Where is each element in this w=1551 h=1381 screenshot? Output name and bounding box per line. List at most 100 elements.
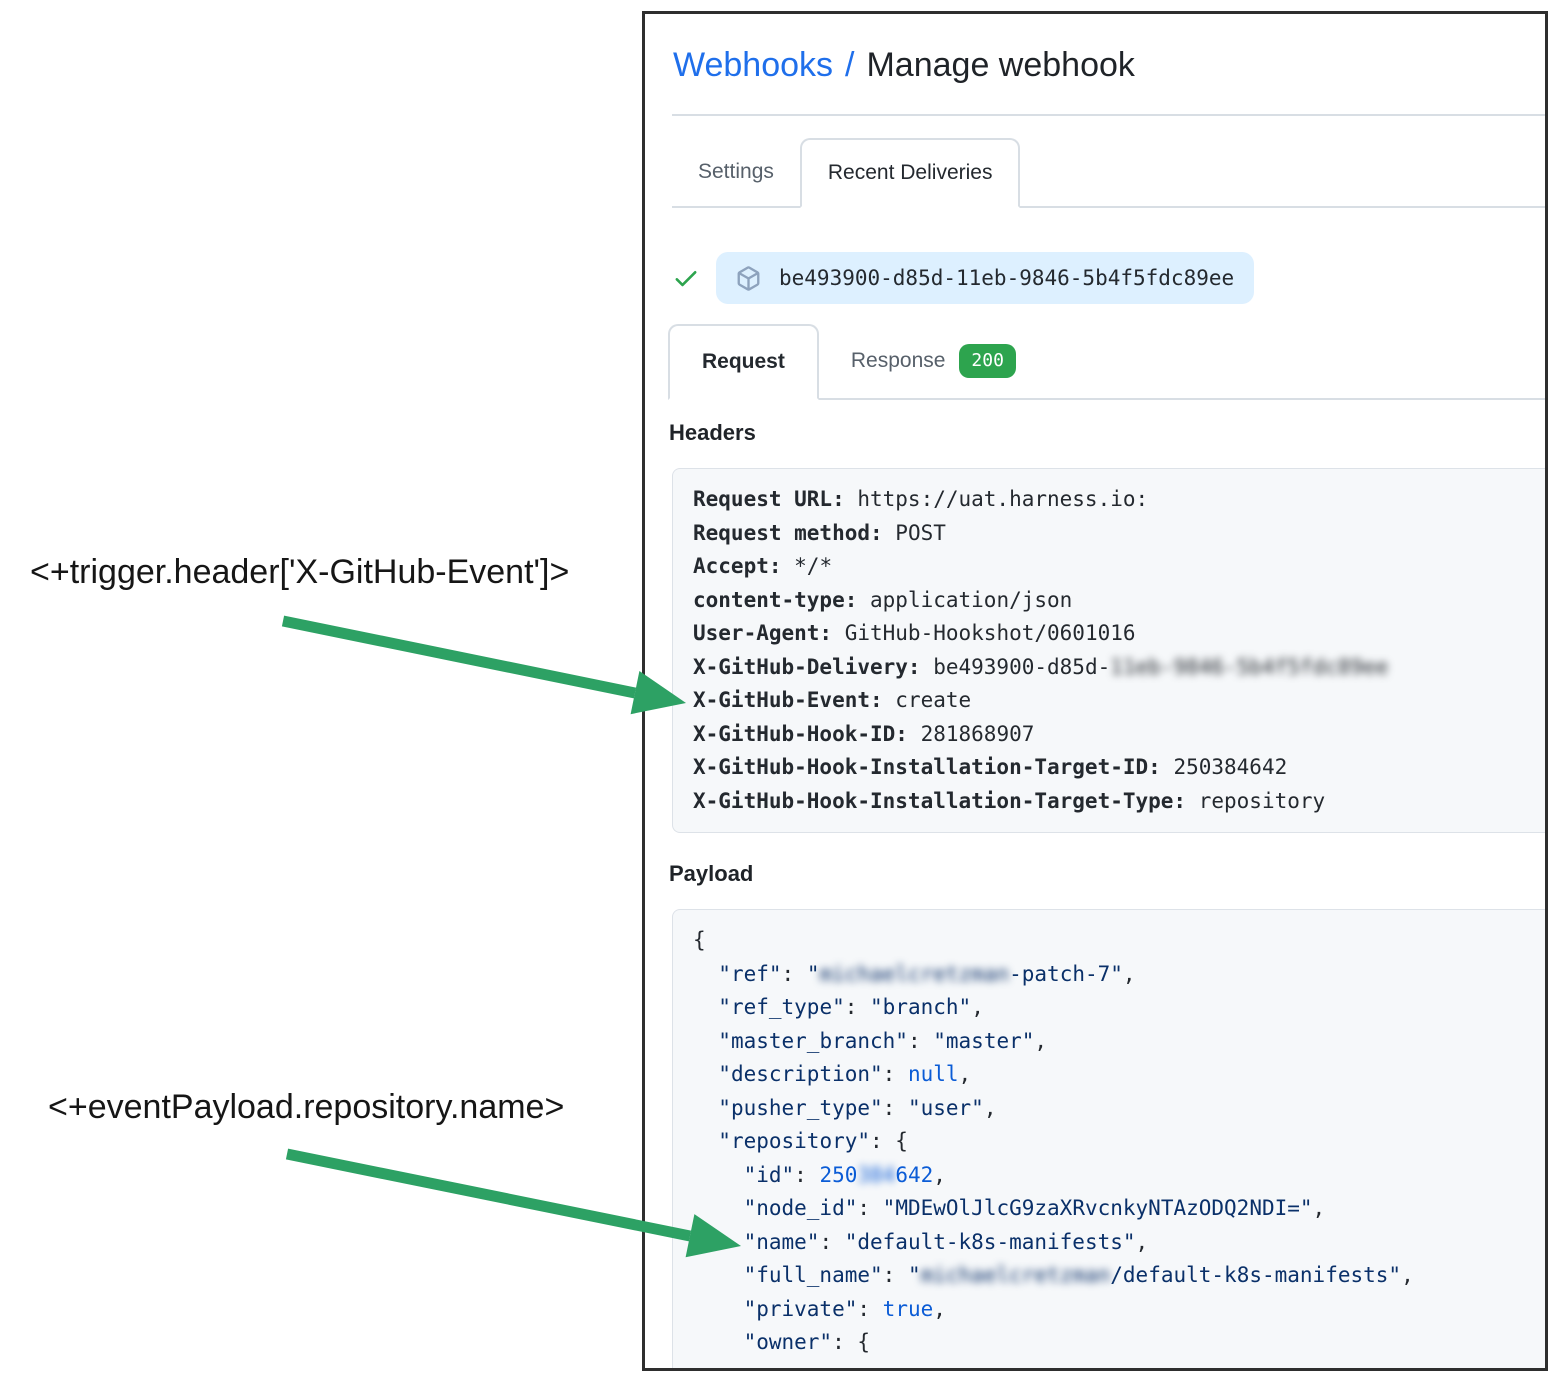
payload-section-title: Payload	[669, 861, 754, 886]
payload-token: /default-k8s-manifests"	[1110, 1263, 1402, 1287]
payload-token: "	[806, 961, 820, 986]
payload-token	[693, 1096, 718, 1120]
payload-token: true	[882, 1296, 934, 1321]
payload-token: ,	[933, 1296, 946, 1321]
payload-token: "	[907, 1263, 921, 1287]
arrow-to-github-event-icon	[281, 615, 686, 715]
response-status-badge: 200	[959, 344, 1016, 378]
request-response-tabnav: Request Response 200	[668, 324, 1545, 400]
header-line: X-GitHub-Event: create	[693, 684, 1545, 718]
payload-token: : {	[870, 1129, 908, 1153]
header-line: X-GitHub-Hook-Installation-Target-ID: 25…	[693, 751, 1545, 785]
tab-recent-deliveries[interactable]: Recent Deliveries	[799, 138, 1021, 208]
delivery-pill[interactable]: be493900-d85d-11eb-9846-5b4f5fdc89ee	[716, 252, 1255, 304]
header-line: X-GitHub-Hook-ID: 281868907	[693, 718, 1545, 752]
payload-token: ,	[1034, 1028, 1048, 1053]
header-line: User-Agent: GitHub-Hookshot/0601016	[693, 617, 1545, 651]
payload-token: "user"	[907, 1095, 984, 1120]
delivery-guid: be493900-d85d-11eb-9846-5b4f5fdc89ee	[779, 266, 1235, 290]
payload-token: "private"	[743, 1296, 858, 1321]
payload-line: "owner": {	[693, 1326, 1545, 1360]
payload-token: "default-k8s-manifests"	[844, 1229, 1136, 1254]
header-key: X-GitHub-Delivery:	[693, 654, 921, 679]
payload-token: :	[844, 995, 871, 1019]
payload-token: "branch"	[870, 995, 972, 1019]
header-line: X-GitHub-Hook-Installation-Target-Type: …	[693, 785, 1545, 819]
payload-line: "ref_type": "branch",	[693, 991, 1545, 1025]
title-divider	[672, 114, 1545, 116]
payload-token: ,	[1135, 1229, 1149, 1254]
payload-token: "full_name"	[743, 1263, 883, 1287]
payload-token: :	[794, 1162, 820, 1187]
headers-box: Request URL: https://uat.harness.io:Requ…	[672, 468, 1545, 833]
payload-line: "private": true,	[693, 1293, 1545, 1327]
payload-line: "node_id": "MDEwOlJlcG9zaXRvcnkyNTAzODQ2…	[693, 1192, 1545, 1226]
payload-token	[693, 1230, 744, 1254]
payload-token: "ref_type"	[718, 995, 845, 1019]
payload-token: ,	[933, 1162, 946, 1187]
payload-box: { "ref": "michaelcretzman-patch-7", "ref…	[672, 909, 1545, 1368]
payload-token: :	[857, 1196, 883, 1220]
header-key: X-GitHub-Event:	[693, 688, 883, 712]
payload-token: "name"	[743, 1229, 820, 1254]
payload-token	[693, 962, 718, 986]
payload-token: :	[907, 1028, 934, 1053]
payload-token	[693, 1129, 718, 1153]
payload-token: {	[693, 928, 706, 952]
delivery-row: be493900-d85d-11eb-9846-5b4f5fdc89ee	[672, 252, 1545, 304]
payload-line: "description": null,	[693, 1058, 1545, 1092]
main-tabnav: Settings Recent Deliveries	[672, 138, 1545, 208]
payload-token: ,	[1312, 1196, 1326, 1220]
payload-line: "repository": {	[693, 1125, 1545, 1159]
tab-response[interactable]: Response 200	[819, 324, 1048, 398]
header-key: Accept:	[693, 554, 782, 578]
header-key: Request method:	[693, 520, 883, 545]
header-value: POST	[882, 520, 946, 545]
header-line: Accept: */*	[693, 550, 1545, 584]
breadcrumb-current: Manage webhook	[866, 46, 1135, 84]
webhook-panel: Webhooks / Manage webhook Settings Recen…	[642, 11, 1548, 1371]
tab-response-label: Response	[850, 349, 946, 372]
payload-token: :	[882, 1095, 908, 1120]
payload-line: "name": "default-k8s-manifests",	[693, 1226, 1545, 1260]
payload-token	[693, 995, 718, 1019]
payload-token: 642	[895, 1162, 934, 1187]
payload-token: "description"	[718, 1062, 883, 1086]
payload-token: :	[882, 1062, 908, 1086]
payload-line: "pusher_type": "user",	[693, 1092, 1545, 1126]
payload-token: "ref"	[718, 961, 782, 986]
header-value: GitHub-Hookshot/0601016	[832, 621, 1136, 645]
payload-line: "master_branch": "master",	[693, 1025, 1545, 1059]
header-key: User-Agent:	[693, 621, 833, 645]
payload-token	[693, 1163, 744, 1187]
header-key: Request URL:	[693, 487, 845, 511]
payload-line: "id": 250384642,	[693, 1159, 1545, 1193]
package-icon	[737, 265, 760, 291]
payload-token: -patch-7"	[1009, 961, 1123, 986]
breadcrumb-webhooks-link[interactable]: Webhooks	[673, 46, 834, 84]
payload-token: : {	[832, 1330, 871, 1354]
payload-token	[693, 1330, 744, 1354]
payload-token: "master_branch"	[718, 1028, 908, 1053]
header-value: 250384642	[1160, 755, 1288, 779]
check-icon	[675, 271, 697, 287]
payload-token: :	[882, 1263, 908, 1287]
payload-token-blurred: michaelcretzman	[819, 961, 1010, 986]
payload-line: {	[693, 924, 1545, 958]
payload-token: "MDEwOlJlcG9zaXRvcnkyNTAzODQ2NDI="	[882, 1196, 1313, 1220]
payload-token	[693, 1029, 718, 1053]
payload-token: "id"	[743, 1162, 795, 1187]
payload-token-blurred: michaelcretzman	[920, 1263, 1111, 1287]
payload-token: "master"	[933, 1028, 1035, 1053]
tab-settings[interactable]: Settings	[698, 160, 774, 183]
payload-token: "node_id"	[743, 1196, 858, 1220]
header-value: 281868907	[907, 721, 1035, 746]
annotation-event-payload: <+eventPayload.repository.name>	[48, 1088, 565, 1126]
tab-request[interactable]: Request	[668, 324, 819, 400]
payload-line: "ref": "michaelcretzman-patch-7",	[693, 958, 1545, 992]
header-key: content-type:	[693, 587, 858, 612]
headers-section-title: Headers	[669, 420, 756, 445]
payload-token: ,	[958, 1062, 972, 1086]
payload-token	[693, 1062, 718, 1086]
header-line: content-type: application/json	[693, 584, 1545, 618]
